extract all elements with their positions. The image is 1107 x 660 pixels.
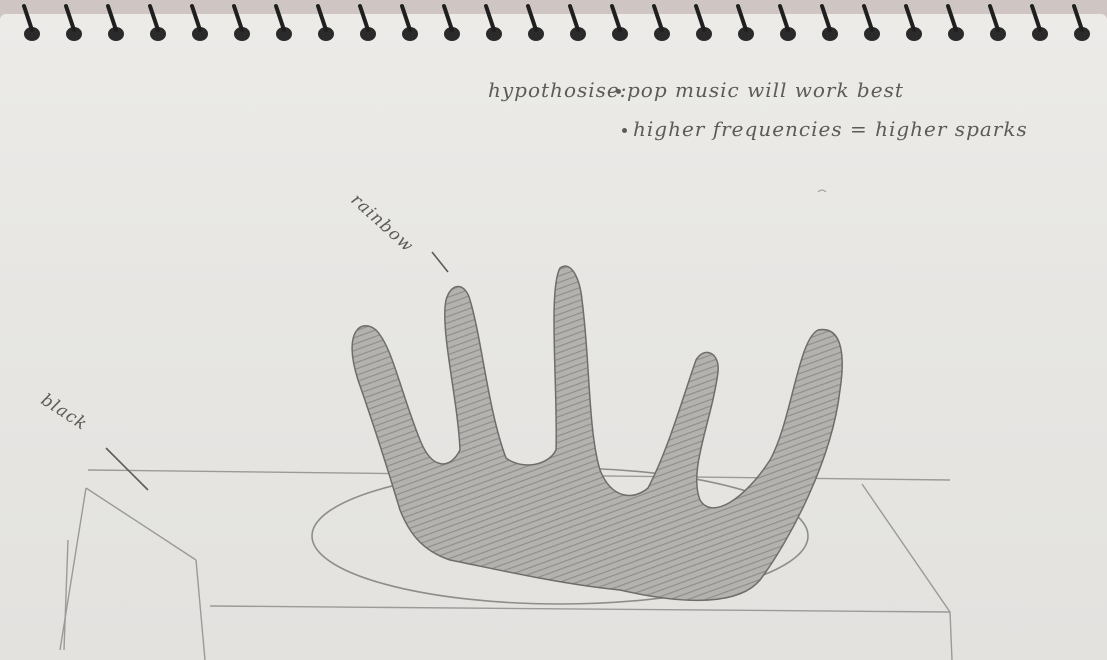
binding-ring (360, 6, 368, 30)
binding-ring (528, 6, 536, 30)
binding-ring (192, 6, 200, 30)
binding-ring (696, 6, 704, 30)
binding-ring (1074, 6, 1082, 30)
binding-ring (570, 6, 578, 30)
binding-ring (150, 6, 158, 30)
hypothesis-heading: hypothosise: (488, 78, 627, 102)
pencil-mark (818, 190, 826, 192)
binding-ring (948, 6, 956, 30)
binding-ring (612, 6, 620, 30)
spiral-binding (24, 6, 1090, 41)
binding-ring (108, 6, 116, 30)
binding-ring (234, 6, 242, 30)
hypothesis-text-1: pop music will work best (627, 78, 904, 102)
binding-ring (486, 6, 494, 30)
binding-ring (276, 6, 284, 30)
binding-ring (654, 6, 662, 30)
binding-ring (444, 6, 452, 30)
binding-ring (780, 6, 788, 30)
binding-ring (402, 6, 410, 30)
binding-ring (822, 6, 830, 30)
bullet-icon (622, 128, 627, 133)
binding-ring (990, 6, 998, 30)
binding-ring (906, 6, 914, 30)
binding-ring (864, 6, 872, 30)
hypothesis-text-2: higher frequencies = higher sparks (633, 117, 1028, 141)
hypothesis-item-1: pop music will work best (616, 78, 904, 102)
binding-ring (1032, 6, 1040, 30)
bullet-icon (616, 89, 621, 94)
hand-drawing (352, 266, 842, 600)
rainbow-pointer-line (432, 252, 448, 272)
binding-ring (738, 6, 746, 30)
binding-ring (318, 6, 326, 30)
binding-ring (24, 6, 32, 30)
hypothesis-item-2: higher frequencies = higher sparks (622, 117, 1028, 141)
binding-ring (66, 6, 74, 30)
black-pointer-line (106, 448, 148, 490)
